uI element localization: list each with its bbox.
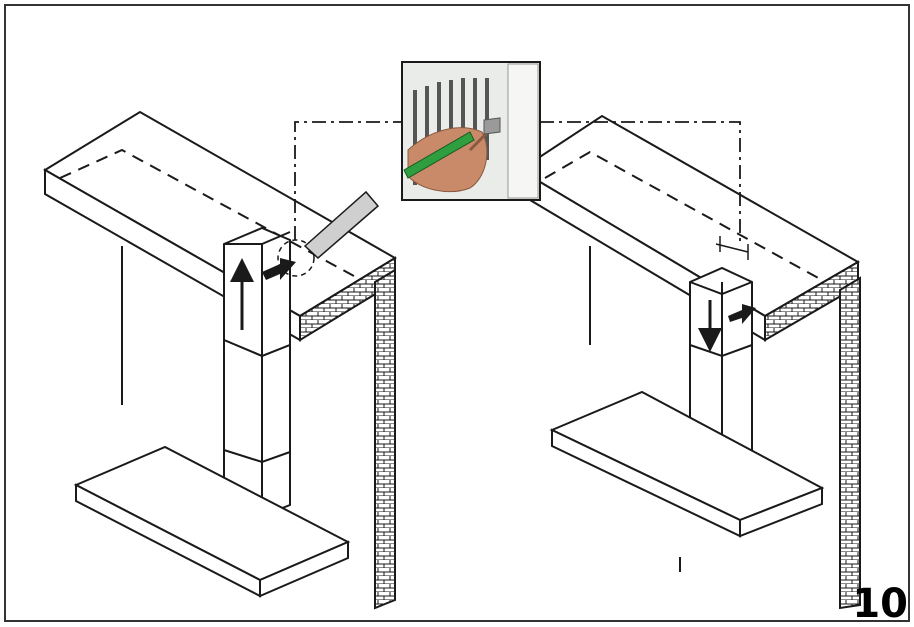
left-detail-circle [277, 239, 315, 277]
pencil-icon [403, 131, 475, 179]
left-brick-wall [374, 268, 396, 610]
right-illustration [518, 114, 861, 610]
arrow-right-icon [262, 258, 296, 280]
detail-photo [401, 61, 541, 201]
leader-lines [294, 121, 741, 245]
left-ceiling-dashed [59, 148, 366, 283]
right-arrow-right-icon [728, 304, 756, 324]
left-chimney-upper [223, 226, 291, 358]
left-tool-pen [303, 190, 380, 260]
page-border [4, 4, 910, 622]
left-illustration [43, 110, 397, 610]
right-brick-wall [839, 276, 861, 610]
page-number: 10 [852, 581, 908, 627]
right-ceiling-dashed [544, 150, 841, 291]
